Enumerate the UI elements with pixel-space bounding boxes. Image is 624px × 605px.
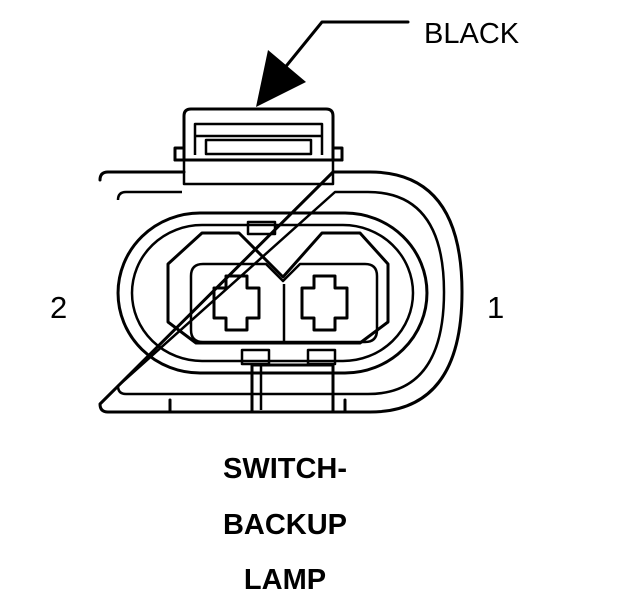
arrow-head-icon (256, 50, 306, 107)
caption-line-3: LAMP (244, 564, 326, 596)
terminal-1-contact (300, 274, 349, 332)
connector-housing (98, 170, 464, 414)
pin-2-label: 2 (50, 290, 67, 325)
pin-1-label: 1 (487, 290, 504, 325)
caption-line-1: SWITCH- (223, 453, 347, 485)
connector-bottom-key (240, 348, 337, 414)
callout-leader (256, 20, 410, 107)
caption-line-2: BACKUP (223, 509, 347, 541)
terminal-2-contact (212, 274, 261, 332)
wire-color-label: BLACK (424, 18, 520, 50)
connector-cavity (116, 211, 429, 375)
connector-latch (173, 107, 344, 186)
terminal-block (166, 231, 390, 345)
